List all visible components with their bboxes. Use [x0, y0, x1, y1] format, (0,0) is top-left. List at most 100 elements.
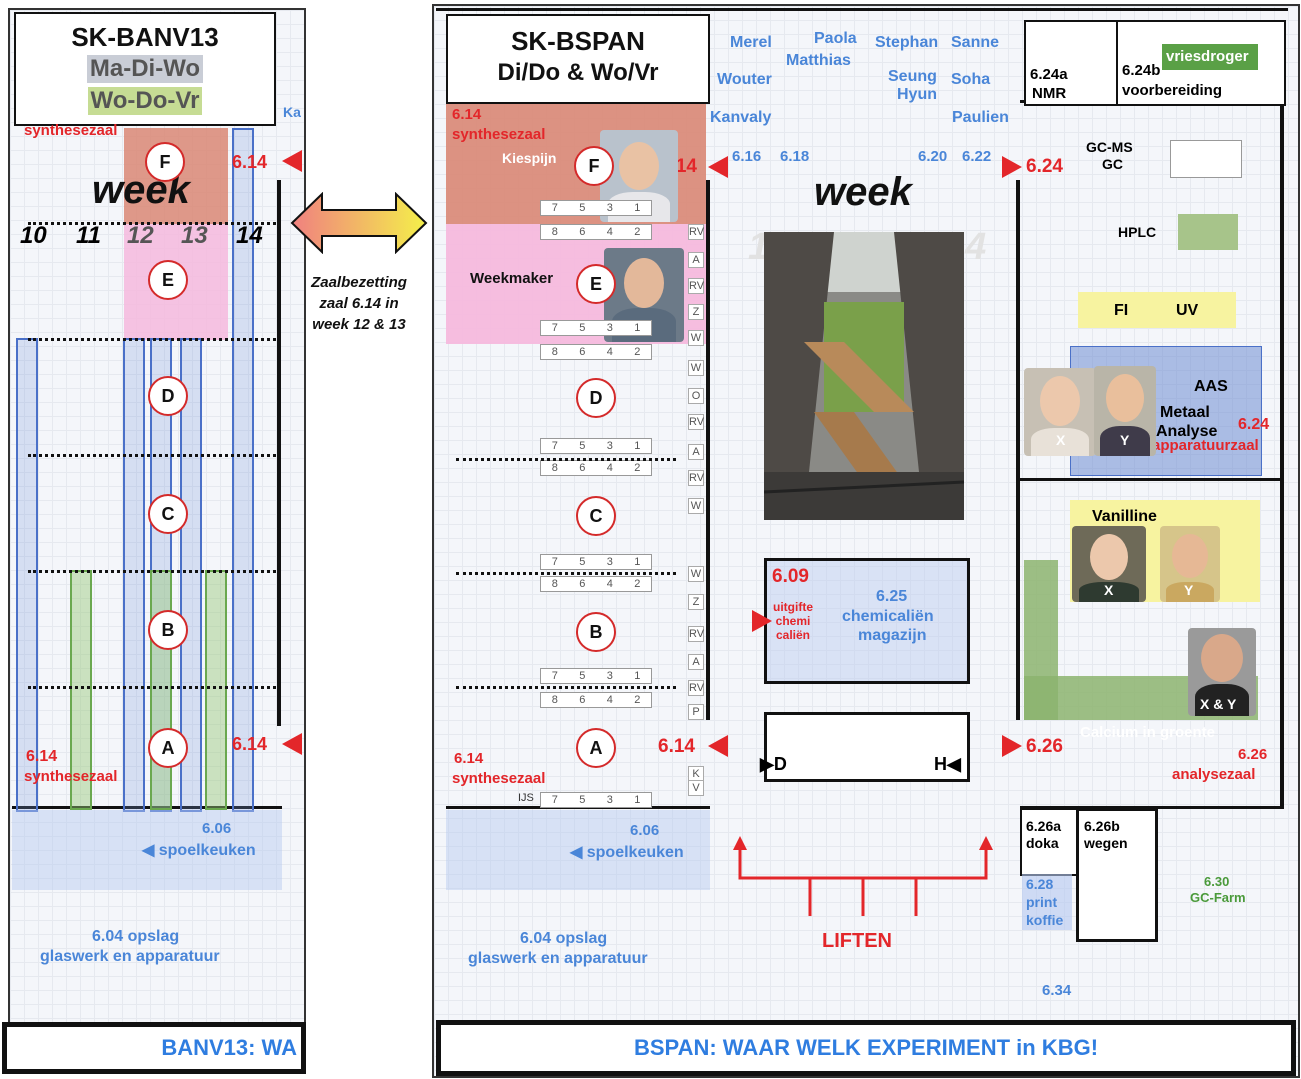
name-paulien: Paulien [952, 109, 1009, 126]
left-section-d: D [148, 376, 188, 416]
double-arrow [290, 192, 428, 254]
vanilline-x-tag: X [1104, 582, 1114, 598]
room-634: 6.34 [1042, 982, 1072, 999]
vanilline-label: Vanilline [1092, 508, 1157, 525]
bench-number: 6 [579, 578, 586, 590]
name-paola: Paola [814, 30, 857, 47]
side-letter: A [688, 654, 704, 670]
left-divider-4 [28, 686, 276, 689]
right-wall-app-bottom [1020, 806, 1284, 809]
app-label: apparatuurzaal [1152, 437, 1259, 454]
left-section-e: E [148, 260, 188, 300]
metaal-2: Analyse [1156, 423, 1218, 440]
vanilline-photo-x-head [1090, 534, 1128, 580]
vanilline-photo-x-body [1079, 582, 1139, 602]
room-616: 6.16 [732, 148, 762, 165]
right-footer-text: BSPAN: WAAR WELK EXPERIMENT in KBG! [633, 1035, 1099, 1060]
bench-number: 4 [606, 578, 613, 590]
right-week-label: week [814, 170, 912, 214]
wegen-label: wegen [1084, 835, 1128, 851]
bench-number: 7 [551, 794, 558, 806]
side-letter: RV [688, 414, 705, 430]
name-merel: Merel [730, 34, 772, 51]
right-footer: BSPAN: WAAR WELK EXPERIMENT in KBG! [436, 1020, 1296, 1076]
app-door-num: 6.24 [1026, 156, 1063, 177]
left-divider-2 [28, 454, 276, 457]
fi-label: FI [1114, 302, 1129, 319]
right-section-b: B [576, 612, 616, 652]
chem-1: chemicaliën [842, 608, 934, 625]
bench-number: 5 [579, 322, 586, 334]
bench-number: 1 [634, 794, 641, 806]
bench-number: 8 [551, 578, 558, 590]
aas-x-tag: X [1056, 432, 1066, 448]
side-letter: P [688, 704, 704, 720]
right-section-d: D [576, 378, 616, 418]
chem-num: 6.25 [876, 588, 908, 605]
vriesdroger-label: vriesdroger [1166, 48, 1249, 65]
side-letter: W [688, 360, 704, 376]
left-wall-right [277, 180, 281, 726]
bench-number: 6 [579, 226, 586, 238]
name-wouter: Wouter [717, 71, 772, 88]
bench-number: 7 [551, 322, 558, 334]
aas-photo-y: Y [1094, 366, 1156, 456]
left-section-b: B [148, 610, 188, 650]
analyse-door-arrow [1002, 735, 1022, 757]
uitgifte-num: 6.09 [772, 566, 809, 587]
bench-number: 1 [634, 202, 641, 214]
left-week-11: 11 [76, 222, 101, 249]
bench-number: 5 [579, 556, 586, 568]
bench-number: 7 [551, 556, 558, 568]
left-door-arrow-bottom [282, 733, 302, 755]
side-letter: O [688, 388, 704, 404]
left-title-box: SK-BANV13 Ma-Di-Wo Wo-Do-Vr [14, 12, 276, 126]
bench-number: 4 [606, 694, 613, 706]
hplc-green [1178, 214, 1238, 250]
left-blue-column-2 [123, 338, 145, 812]
name-sanne: Sanne [951, 34, 1000, 51]
side-letter: A [688, 444, 704, 460]
left-ka: Ka [283, 104, 301, 120]
bench-number: 5 [579, 440, 586, 452]
bench-number: 1 [634, 322, 641, 334]
doka-num: 6.26a [1026, 818, 1062, 834]
right-title-2: Di/Do & Wo/Vr [497, 59, 659, 86]
side-letter: RV [688, 470, 705, 486]
arrow-caption-line-3: week 12 & 13 [312, 316, 406, 333]
gc-label: GC [1102, 156, 1123, 172]
aas-photo-y-body [1100, 426, 1150, 456]
bench-number: 2 [634, 226, 641, 238]
right-wall-app-right [1280, 100, 1284, 808]
bench-number: 6 [579, 346, 586, 358]
vanilline-photo-y-body [1166, 582, 1214, 602]
right-section-a: A [576, 728, 616, 768]
left-wall-bottom [12, 806, 282, 809]
room-618: 6.18 [780, 148, 810, 165]
aas-y-tag: Y [1120, 432, 1130, 448]
kiespijn-label: Kiespijn [502, 150, 557, 166]
bench-number: 8 [551, 694, 558, 706]
vanilline-y-tag: Y [1184, 582, 1194, 598]
chem-2: magazijn [858, 627, 927, 644]
vriesdroger-box [1162, 44, 1258, 70]
right-spoel: ◀ spoelkeuken [570, 844, 684, 861]
lift-h: H◀ [934, 754, 961, 774]
nmr-label: NMR [1032, 85, 1067, 102]
bench-number: 1 [634, 556, 641, 568]
left-room-top-sub: synthesezaal [24, 122, 118, 139]
right-title-1: SK-BSPAN [511, 26, 645, 56]
right-section-e: E [576, 264, 616, 304]
calcium-label: Calcium in groente [1080, 724, 1216, 741]
voorb-num: 6.24b [1122, 62, 1161, 79]
aas-photo-x-head [1040, 376, 1080, 426]
arrow-caption-line-2: zaal 6.14 in [319, 295, 399, 312]
app-door-arrow [1002, 156, 1022, 178]
gcms-label: GC-MS [1086, 139, 1133, 155]
left-footer: BANV13: WA [2, 1022, 306, 1074]
side-letter: RV [688, 278, 705, 294]
bench-number: 3 [606, 440, 613, 452]
